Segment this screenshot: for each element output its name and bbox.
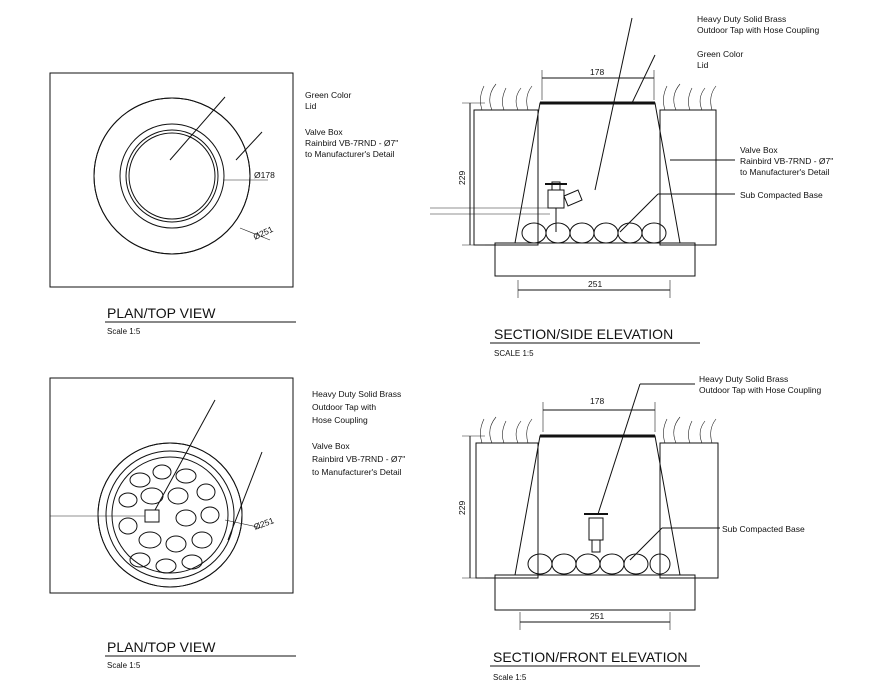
herringbone-paving bbox=[49, 377, 294, 594]
section-front-title: SECTION/FRONT ELEVATION bbox=[493, 649, 687, 665]
base-layer bbox=[494, 574, 696, 611]
tap-label-2: Outdoor Tap with bbox=[312, 402, 376, 412]
height-dim: 229 bbox=[457, 171, 467, 185]
plan-top-2-title: PLAN/TOP VIEW bbox=[107, 639, 216, 655]
section-side-title: SECTION/SIDE ELEVATION bbox=[494, 326, 673, 342]
valve-box-rim bbox=[105, 450, 235, 580]
gravel-stones bbox=[527, 553, 671, 575]
top-width-dim: 178 bbox=[590, 396, 604, 406]
base-layer bbox=[494, 242, 696, 277]
soil-left bbox=[475, 442, 539, 579]
gravel-stones bbox=[118, 464, 220, 574]
lid-label-1: Green Color bbox=[305, 90, 351, 100]
valve-box-label-3: to Manufacturer's Detail bbox=[312, 467, 402, 477]
soil-right bbox=[659, 109, 717, 246]
section-side-elevation: 178 229 251 Heavy Duty Solid Brass Outdo… bbox=[430, 14, 833, 358]
section-front-scale: Scale 1:5 bbox=[493, 673, 527, 682]
brass-tap bbox=[545, 181, 583, 232]
lid-label-2: Lid bbox=[305, 101, 317, 111]
plan-top-scale: Scale 1:5 bbox=[107, 327, 141, 336]
paving-area bbox=[49, 72, 294, 288]
valve-box-label-1: Valve Box bbox=[312, 441, 350, 451]
tap-label-2: Outdoor Tap with Hose Coupling bbox=[699, 385, 821, 395]
valve-box-label-3: to Manufacturer's Detail bbox=[740, 167, 830, 177]
green-lid bbox=[128, 132, 216, 220]
valve-box-label-1: Valve Box bbox=[740, 145, 778, 155]
base-label: Sub Compacted Base bbox=[722, 524, 805, 534]
plan-top-2-scale: Scale 1:5 bbox=[107, 661, 141, 670]
outer-ring bbox=[93, 97, 251, 255]
valve-box-label-2: Rainbird VB-7RND - Ø7" bbox=[740, 156, 833, 166]
lid-label-1: Green Color bbox=[697, 49, 743, 59]
soil-left bbox=[473, 109, 539, 246]
valve-box-body bbox=[514, 102, 681, 244]
gravel-stones bbox=[521, 222, 667, 244]
tap-label-1: Heavy Duty Solid Brass bbox=[697, 14, 786, 24]
plan-top-view: Green Color Lid Valve Box Rainbird VB-7R… bbox=[49, 72, 398, 336]
top-width-dim: 178 bbox=[590, 67, 604, 77]
section-front-elevation: 178 229 251 Heavy Duty Solid Brass Outdo… bbox=[457, 374, 821, 682]
lid-label-2: Lid bbox=[697, 60, 709, 70]
soil-right bbox=[659, 442, 719, 579]
plan-top-view-2: Heavy Duty Solid Brass Outdoor Tap with … bbox=[49, 377, 405, 670]
section-side-scale: SCALE 1:5 bbox=[494, 349, 534, 358]
valve-box-label-3: to Manufacturer's Detail bbox=[305, 149, 395, 159]
valve-box-label-2: Rainbird VB-7RND - Ø7" bbox=[312, 454, 405, 464]
brass-tap bbox=[584, 513, 608, 553]
bottom-width-dim: 251 bbox=[588, 279, 602, 289]
outer-diameter-dim: Ø251 bbox=[252, 515, 275, 532]
outer-diameter-dim: Ø251 bbox=[252, 224, 275, 242]
valve-box-label-1: Valve Box bbox=[305, 127, 343, 137]
height-dim: 229 bbox=[457, 501, 467, 515]
base-label: Sub Compacted Base bbox=[740, 190, 823, 200]
inner-diameter-dim: Ø178 bbox=[254, 170, 275, 180]
tap-label-3: Hose Coupling bbox=[312, 415, 368, 425]
tap-plan bbox=[144, 509, 160, 523]
bottom-width-dim: 251 bbox=[590, 611, 604, 621]
tap-label-2: Outdoor Tap with Hose Coupling bbox=[697, 25, 819, 35]
tap-label-1: Heavy Duty Solid Brass bbox=[312, 389, 401, 399]
valve-box-rim bbox=[119, 123, 225, 229]
valve-box-label-2: Rainbird VB-7RND - Ø7" bbox=[305, 138, 398, 148]
plan-top-title: PLAN/TOP VIEW bbox=[107, 305, 216, 321]
tap-label-1: Heavy Duty Solid Brass bbox=[699, 374, 788, 384]
